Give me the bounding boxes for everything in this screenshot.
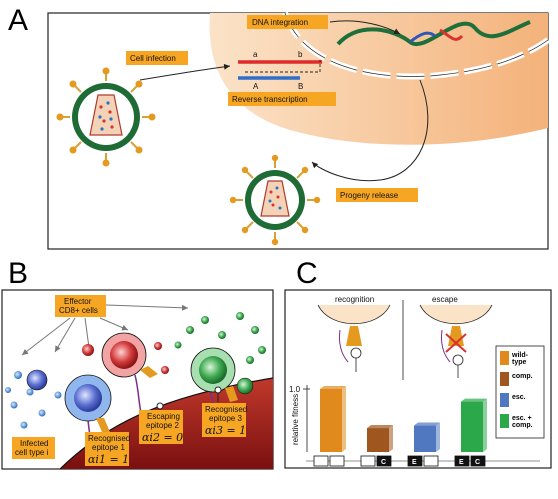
label-infected-line1: Infected <box>20 439 48 448</box>
legend-label-line2: type <box>512 359 527 366</box>
host-cell <box>209 13 548 145</box>
legend-swatch <box>500 393 509 407</box>
label-recognition: recognition <box>335 295 374 304</box>
reverse-transcription-strands <box>238 60 322 80</box>
label-epitope3-math: αi3 = 1 <box>205 424 246 437</box>
arrow-cell-infection <box>139 63 231 81</box>
panel-b: B Effector CD8+ cells <box>1 257 274 470</box>
strand-label-B: B <box>298 82 303 91</box>
label-escape: escape <box>432 295 458 304</box>
small-red-cells <box>82 342 169 374</box>
strand-label-b: b <box>298 50 303 59</box>
genotype-box-letter: C <box>475 459 480 466</box>
panel-c-letter: C <box>296 257 318 290</box>
tcell-green-large <box>190 347 254 426</box>
genotype-box <box>376 455 392 467</box>
label-box-reverse-transcription <box>228 92 336 106</box>
strand-label-A: A <box>253 82 259 91</box>
label-box-dna-integration <box>247 15 328 29</box>
label-cell-infection: Cell infection <box>130 54 176 63</box>
tcell-blue-small <box>26 369 48 391</box>
label-box-infected-cell <box>12 437 55 459</box>
panel-c: C recognition escape 1.0 relative fitnes… <box>284 257 552 469</box>
bar-wild-type <box>320 386 346 452</box>
label-progeny-release: Progeny release <box>340 191 399 200</box>
genotype-box <box>470 455 486 467</box>
small-tcells-left <box>5 371 62 429</box>
panel-b-letter: B <box>8 257 28 290</box>
genotype-box <box>454 455 470 467</box>
genotype-box-letter: E <box>459 459 464 466</box>
label-epitope2-line2: epitope 2 <box>146 421 179 430</box>
legend-label: esc. <box>512 394 526 401</box>
tcell-red-large <box>101 332 158 426</box>
label-epitope2-line1: Escaping <box>147 412 180 421</box>
panel-a-letter: A <box>8 4 28 37</box>
tcell-blue-large <box>64 374 112 456</box>
legend-swatch <box>500 372 509 386</box>
bar-esc- <box>414 422 440 452</box>
chart-bars <box>320 386 487 452</box>
legend-label: wild- <box>511 352 529 359</box>
label-box-epitope-3 <box>202 403 246 437</box>
label-box-progeny-release <box>336 188 418 202</box>
legend-swatch <box>500 414 509 428</box>
chart-ytick-label: 1.0 <box>289 385 301 394</box>
escape-illustration <box>419 304 493 378</box>
recognition-illustration <box>317 304 391 372</box>
arrow-progeny-release <box>311 79 429 182</box>
genotype-box <box>313 455 329 467</box>
label-epitope1-line2: epitope 1 <box>92 443 125 452</box>
label-box-cell-infection <box>126 51 188 65</box>
label-box-epitope-1 <box>85 432 129 466</box>
effector-arrows <box>21 304 189 356</box>
label-epitope1-math: αi1 = 1 <box>88 453 129 466</box>
nuclear-membrane-line <box>284 12 549 77</box>
genotype-box <box>423 455 439 467</box>
integrated-dna <box>336 20 531 47</box>
genotype-box-letter: C <box>381 459 386 466</box>
arrow-dna-integration <box>329 20 401 35</box>
label-box-effector <box>55 295 106 317</box>
legend-swatch <box>500 351 509 365</box>
strand-label-a: a <box>253 50 258 59</box>
label-effector-line1: Effector <box>64 297 92 306</box>
label-epitope1-line1: Recognised <box>88 434 130 443</box>
legend-label-line2: comp. <box>512 422 533 429</box>
label-epitope3-line2: epitope 3 <box>209 414 242 423</box>
virion-progeny <box>229 154 321 246</box>
label-epitope3-line1: Recognised <box>205 405 247 414</box>
bar-esc-comp- <box>461 398 487 452</box>
genotype-box <box>329 455 345 467</box>
virion-infecting <box>56 67 156 167</box>
legend-label: esc. + <box>512 415 532 422</box>
genotype-box-letter: E <box>412 459 417 466</box>
genotype-box <box>407 455 423 467</box>
genotype-box <box>360 455 376 467</box>
label-box-epitope-2 <box>139 410 183 444</box>
legend-label: comp. <box>512 373 533 380</box>
label-epitope2-math: αi2 = 0 <box>142 431 183 444</box>
bar-comp- <box>367 425 393 452</box>
chart-ylabel: relative fitness <box>291 394 300 445</box>
label-dna-integration: DNA integration <box>252 18 308 27</box>
panel-a: A DNA integration a b A B Reverse transc… <box>8 4 550 250</box>
label-reverse-transcription: Reverse transcription <box>232 95 308 104</box>
small-tcells-right <box>174 312 266 364</box>
label-effector-line2: CD8+ cells <box>59 306 98 315</box>
label-infected-line2: cell type i <box>15 448 49 457</box>
